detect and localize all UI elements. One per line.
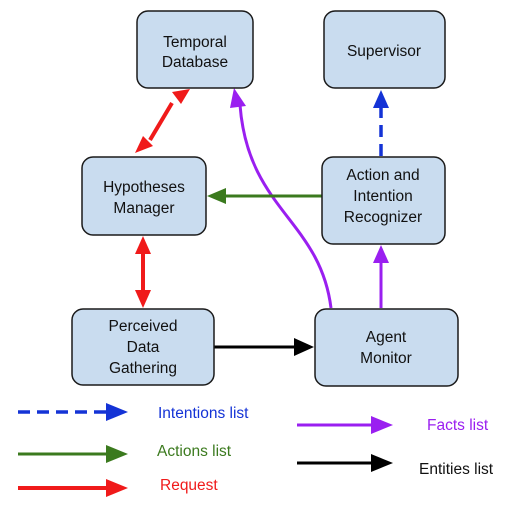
node-label: Intention (353, 188, 412, 205)
node-label: Database (162, 54, 228, 71)
legend-intentions: Intentions list (18, 403, 249, 422)
node-agent-monitor: Agent Monitor (314, 308, 459, 387)
node-label: Monitor (360, 350, 412, 367)
legend: Intentions list Actions list Request Fac… (18, 403, 494, 497)
node-action-intention-recognizer: Action and Intention Recognizer (321, 156, 446, 245)
edge-facts-monitor-temporal (230, 88, 333, 309)
node-label: Temporal (163, 34, 227, 51)
node-label: Perceived (109, 318, 178, 335)
legend-label: Facts list (427, 417, 489, 434)
legend-label: Request (160, 477, 218, 494)
node-label: Manager (113, 200, 174, 217)
legend-label: Entities list (419, 461, 494, 478)
node-label: Gathering (109, 360, 177, 377)
legend-label: Intentions list (158, 405, 249, 422)
edge-request-temporal-hypotheses (135, 89, 190, 153)
edge-entities-perceived-monitor (214, 338, 314, 356)
edge-facts-monitor-recognizer (373, 245, 389, 308)
node-temporal-database: Temporal Database (136, 10, 254, 89)
edge-request-hypotheses-perceived (135, 236, 151, 308)
legend-request: Request (18, 477, 218, 497)
node-label: Action and (346, 167, 419, 184)
edge-intentions-recognizer-supervisor (373, 90, 389, 156)
node-label: Supervisor (347, 43, 421, 60)
node-hypotheses-manager: Hypotheses Manager (81, 156, 207, 236)
legend-facts: Facts list (297, 416, 489, 434)
node-label: Hypotheses (103, 179, 185, 196)
node-label: Data (127, 339, 160, 356)
legend-label: Actions list (157, 443, 232, 460)
edge-actions-recognizer-hypotheses (207, 188, 322, 204)
node-label: Agent (366, 329, 407, 346)
node-perceived-data-gathering: Perceived Data Gathering (71, 308, 215, 386)
node-supervisor: Supervisor (323, 10, 446, 89)
legend-entities: Entities list (297, 454, 494, 478)
legend-actions: Actions list (18, 443, 232, 463)
node-label: Recognizer (344, 209, 422, 226)
